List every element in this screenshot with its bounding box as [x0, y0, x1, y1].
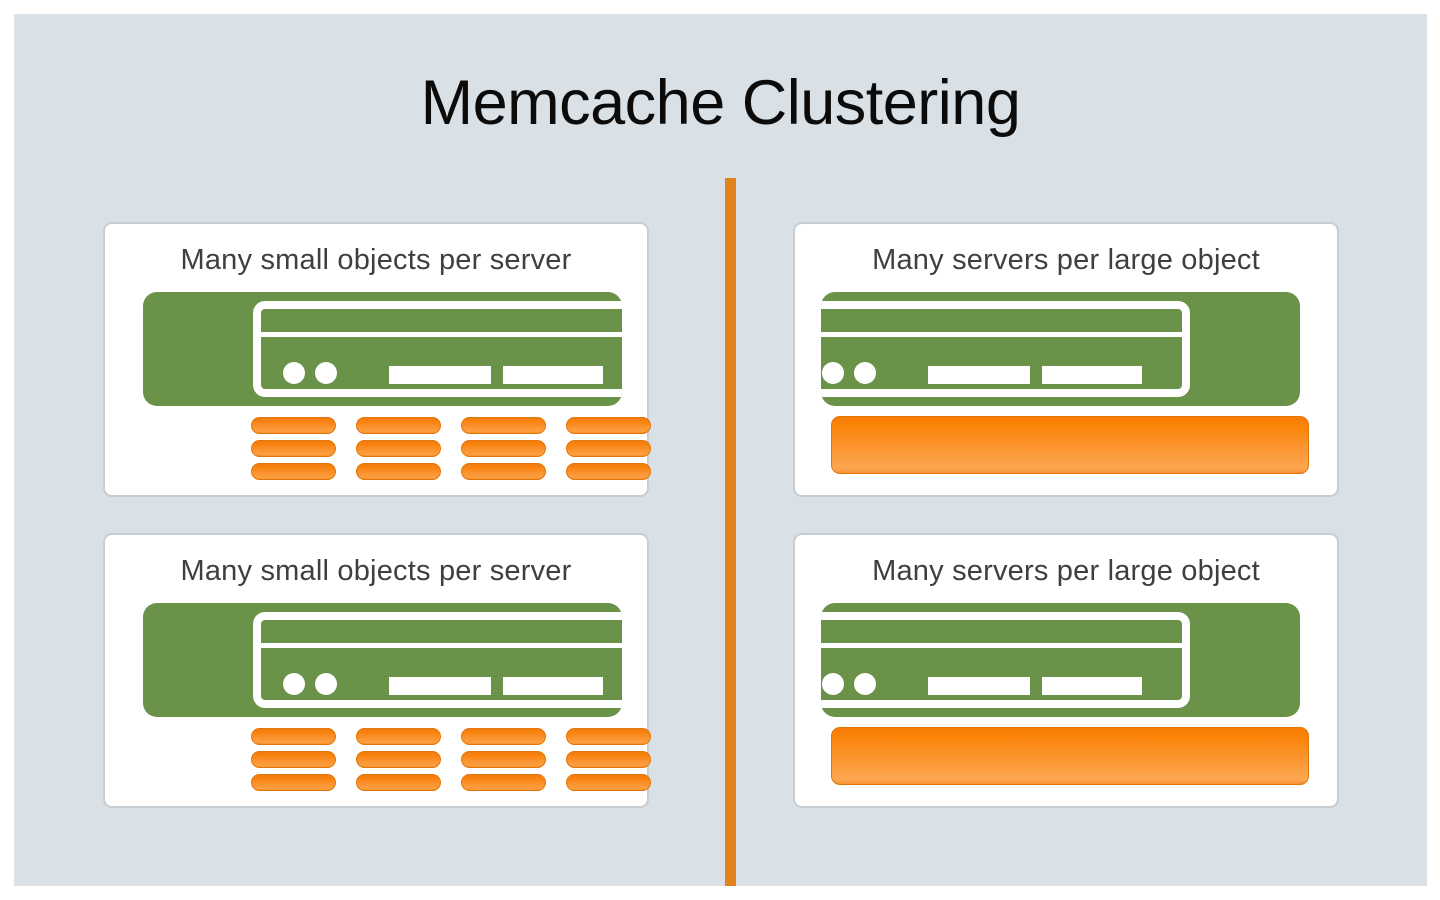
small-object [566, 417, 651, 434]
small-object [251, 728, 336, 745]
small-object [566, 774, 651, 791]
small-object [356, 417, 441, 434]
page-title: Memcache Clustering [420, 68, 1021, 138]
small-object [461, 774, 546, 791]
large-object [831, 416, 1309, 474]
server-drive-bay [928, 366, 1030, 384]
server-drive-bay [928, 677, 1030, 695]
server-led-icon [854, 673, 876, 695]
small-object [251, 751, 336, 768]
server-drive-bay [389, 366, 491, 384]
card-title: Many servers per large object [872, 555, 1260, 587]
small-object [461, 463, 546, 480]
server-led-icon [854, 362, 876, 384]
server-icon [143, 292, 622, 406]
server-front-panel [821, 612, 1190, 708]
server-controls-row [821, 648, 1182, 700]
server-controls-row [261, 648, 622, 700]
server-led-icon [315, 362, 337, 384]
small-object [356, 751, 441, 768]
server-separator-line [261, 643, 622, 648]
server-drive-bay [1042, 366, 1142, 384]
server-controls-row [261, 337, 622, 389]
server-drive-bay [1042, 677, 1142, 695]
card-many-small-objects-bottom[interactable]: Many small objects per server [103, 533, 651, 808]
small-object [356, 440, 441, 457]
server-controls-row [821, 337, 1182, 389]
small-object [461, 417, 546, 434]
server-separator-line [821, 643, 1182, 648]
small-object [251, 463, 336, 480]
small-objects-grid [251, 728, 651, 791]
card-title: Many small objects per server [180, 555, 572, 587]
small-object [356, 463, 441, 480]
small-object [461, 440, 546, 457]
server-led-icon [283, 362, 305, 384]
server-led-icon [283, 673, 305, 695]
server-icon [821, 292, 1300, 406]
small-object [251, 774, 336, 791]
small-object [566, 728, 651, 745]
small-object [356, 774, 441, 791]
card-title: Many servers per large object [872, 244, 1260, 276]
small-object [566, 463, 651, 480]
vertical-divider [725, 178, 736, 886]
small-object [566, 440, 651, 457]
server-drive-bay [389, 677, 491, 695]
server-separator-line [821, 332, 1182, 337]
server-led-icon [822, 362, 844, 384]
server-separator-line [261, 332, 622, 337]
server-front-panel [253, 612, 622, 708]
server-drive-bay [503, 677, 603, 695]
server-icon [143, 603, 622, 717]
card-many-servers-top[interactable]: Many servers per large object [793, 222, 1339, 497]
slide-canvas: Memcache Clustering Many small objects p… [14, 14, 1427, 886]
small-objects-grid [251, 417, 651, 480]
small-object [566, 751, 651, 768]
small-object [461, 751, 546, 768]
small-object [251, 440, 336, 457]
small-object [461, 728, 546, 745]
card-many-servers-bottom[interactable]: Many servers per large object [793, 533, 1339, 808]
card-many-small-objects-top[interactable]: Many small objects per server [103, 222, 651, 497]
small-object [356, 728, 441, 745]
card-title: Many small objects per server [180, 244, 572, 276]
server-front-panel [253, 301, 622, 397]
server-icon [821, 603, 1300, 717]
server-front-panel [821, 301, 1190, 397]
large-object [831, 727, 1309, 785]
small-object [251, 417, 336, 434]
server-led-icon [315, 673, 337, 695]
server-led-icon [822, 673, 844, 695]
server-drive-bay [503, 366, 603, 384]
